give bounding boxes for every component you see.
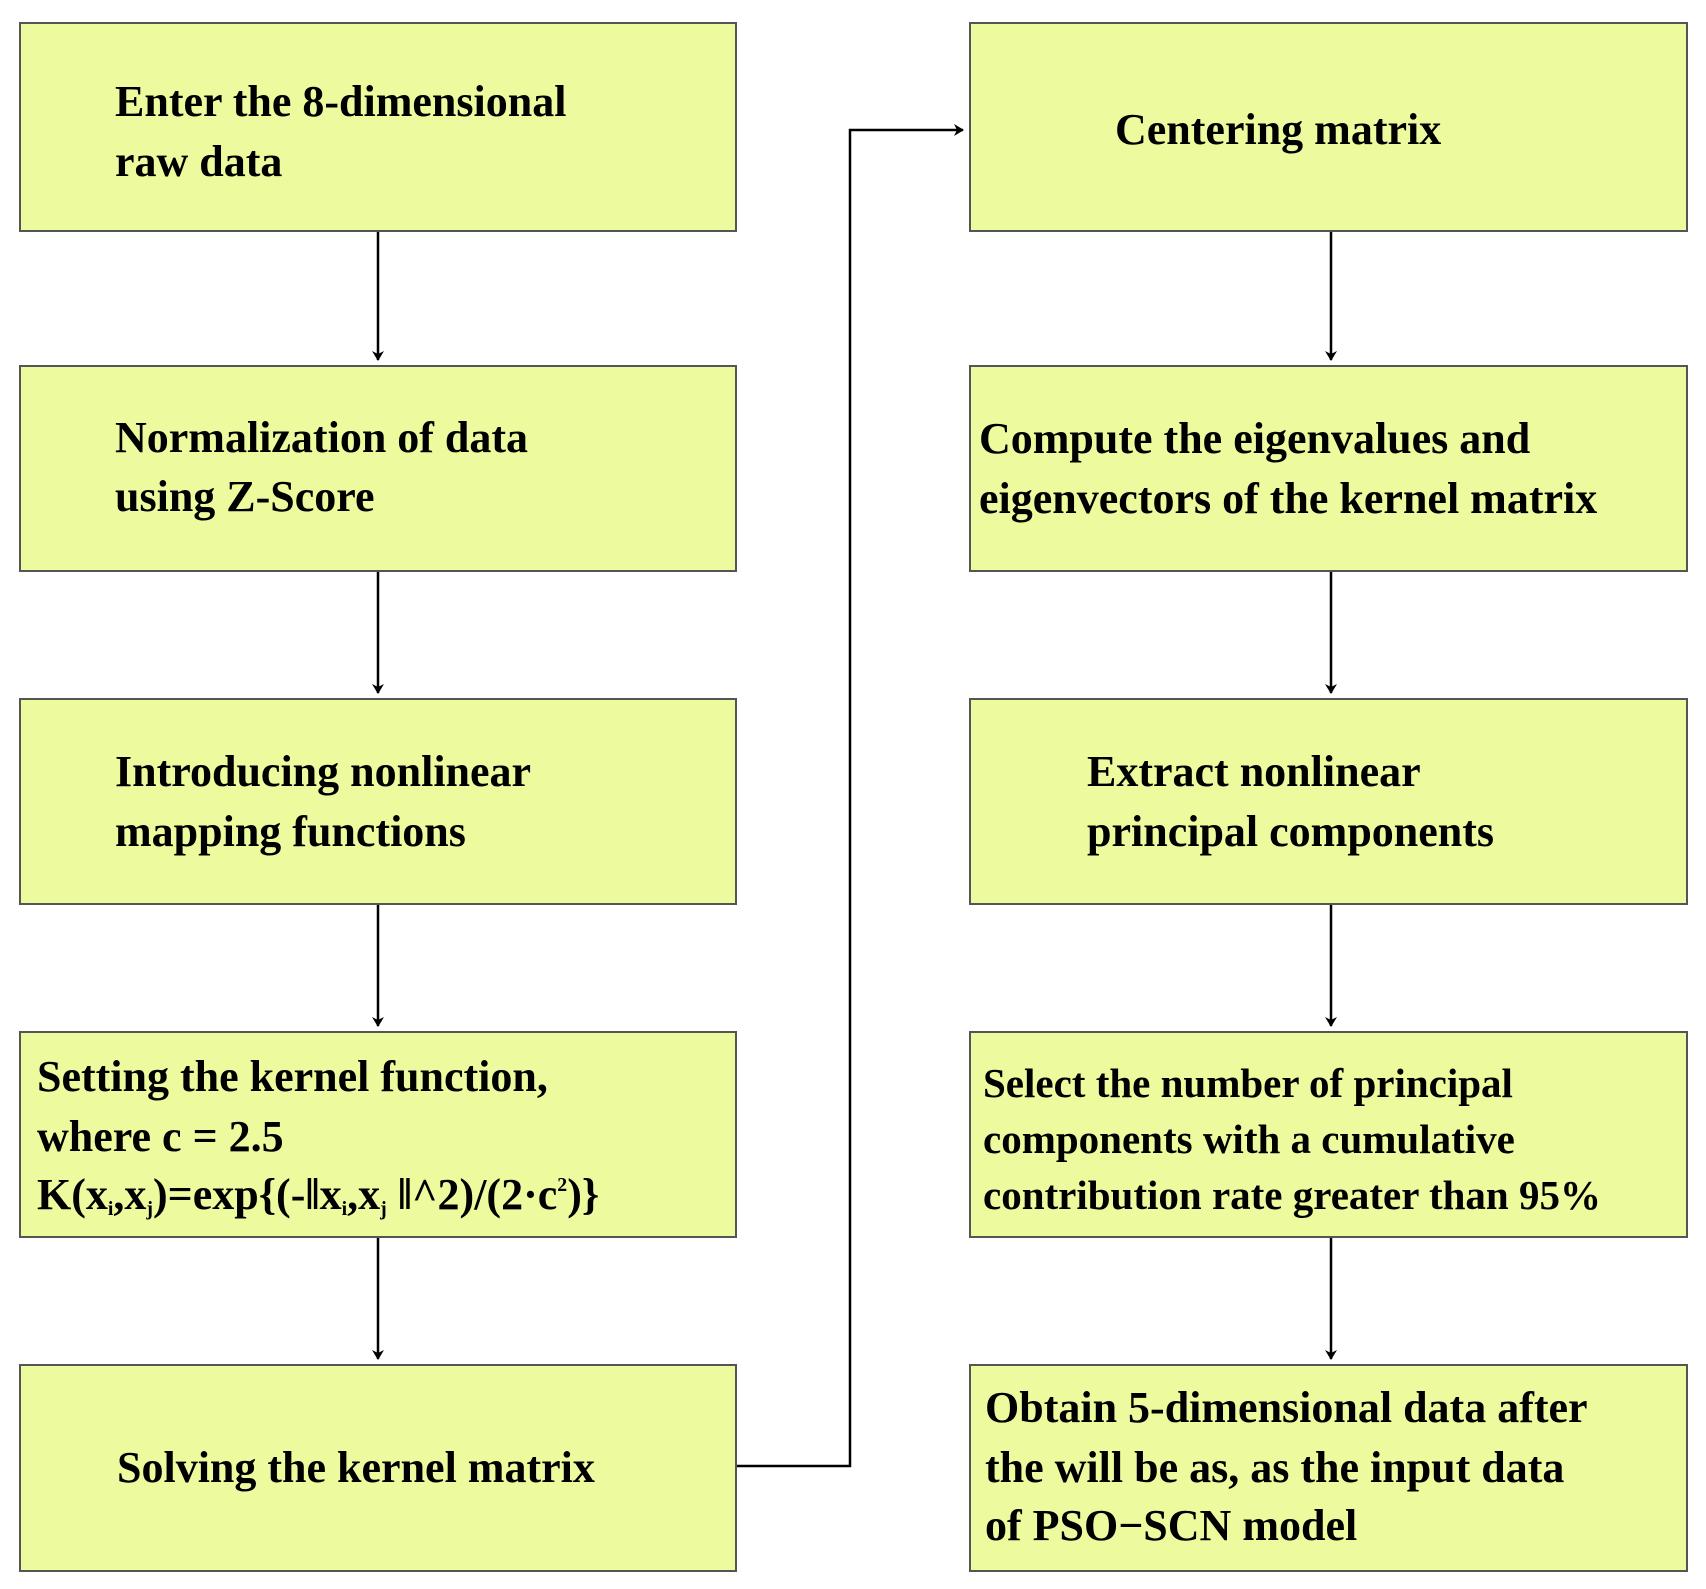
- box-centering-matrix: Centering matrix: [969, 22, 1688, 232]
- box-normalization-line-1: Normalization of data: [115, 413, 529, 462]
- box-select-components: Select the number of principal component…: [969, 1031, 1688, 1238]
- box-eigen-line-2: eigenvectors of the kernel matrix: [979, 474, 1598, 523]
- box-nonlinear-mapping: Introducing nonlinear mapping functions: [19, 698, 737, 905]
- box-eigen: Compute the eigenvalues and eigenvectors…: [969, 365, 1688, 572]
- box-normalization: Normalization of data using Z-Score: [19, 365, 737, 572]
- box-output-data: Obtain 5-dimensional data after the will…: [969, 1364, 1688, 1572]
- box-raw-data-line-2: raw data: [115, 137, 283, 186]
- box-extract-components-line-1: Extract nonlinear: [1087, 747, 1421, 796]
- box-extract-components: Extract nonlinear principal components: [969, 698, 1688, 905]
- box-centering-matrix-line-1: Centering matrix: [1115, 105, 1442, 154]
- box-output-data-line-1: Obtain 5-dimensional data after: [985, 1383, 1588, 1432]
- box-kernel-function-line-2: where c = 2.5: [37, 1112, 284, 1161]
- box-kernel-matrix-line-1: Solving the kernel matrix: [117, 1443, 595, 1492]
- box-select-components-line-2: components with a cumulative: [983, 1116, 1515, 1162]
- box-kernel-matrix: Solving the kernel matrix: [19, 1364, 737, 1572]
- box-select-components-line-3: contribution rate greater than 95%: [983, 1172, 1601, 1218]
- box-output-data-line-2: the will be as, as the input data: [985, 1443, 1565, 1492]
- box-raw-data-line-1: Enter the 8-dimensional: [115, 77, 567, 126]
- box-kernel-function: Setting the kernel function, where c = 2…: [19, 1031, 737, 1238]
- box-nonlinear-mapping-line-1: Introducing nonlinear: [115, 747, 532, 796]
- box-eigen-line-1: Compute the eigenvalues and: [979, 414, 1531, 463]
- box-nonlinear-mapping-line-2: mapping functions: [115, 807, 466, 856]
- kernel-formula: K(xi,xj)=exp{(-‖xi,xj ‖^2)/(2·c2)}: [37, 1170, 600, 1220]
- arrow-kernel-matrix-to-centering: [737, 124, 964, 1468]
- box-normalization-line-2: using Z-Score: [115, 472, 375, 521]
- box-select-components-line-1: Select the number of principal: [983, 1060, 1513, 1106]
- box-raw-data: Enter the 8-dimensional raw data: [19, 22, 737, 232]
- box-kernel-function-line-1: Setting the kernel function,: [37, 1052, 548, 1101]
- box-output-data-line-3: of PSO−SCN model: [985, 1501, 1358, 1550]
- box-extract-components-line-2: principal components: [1087, 807, 1495, 856]
